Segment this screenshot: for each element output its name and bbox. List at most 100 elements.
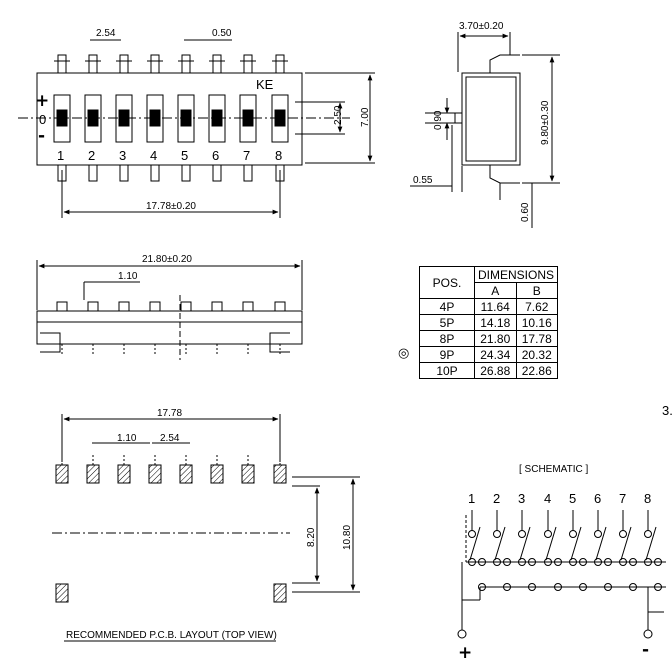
top-pin — [181, 54, 191, 74]
top-pin — [243, 54, 253, 74]
col-b-header: B — [515, 282, 559, 299]
schematic-contact — [544, 530, 552, 538]
top-view — [18, 39, 375, 218]
top-view-span: 17.78±0.20 — [146, 201, 196, 212]
pcb-dim-110: 1.10 — [117, 433, 137, 444]
side-view-height: 9.80±0.30 — [540, 100, 551, 145]
bottom-pin — [88, 164, 98, 182]
top-view-dim-250: 2.50 — [333, 105, 344, 125]
front-view-body — [36, 310, 303, 345]
front-view — [36, 260, 303, 360]
front-pin-head — [211, 301, 223, 312]
schematic-terminal — [457, 629, 467, 639]
schematic-contact — [644, 530, 652, 538]
pcb-layout — [52, 414, 360, 642]
bottom-pin — [243, 164, 253, 182]
brand-mark: KE — [256, 77, 274, 92]
pcb-pad — [241, 464, 255, 484]
schematic-pin-number: 3 — [518, 491, 525, 506]
pcb-pad — [210, 464, 224, 484]
front-pin-head — [274, 301, 286, 312]
side-view-foot: 0.55 — [413, 175, 433, 186]
top-pin — [150, 54, 160, 74]
bottom-pin — [150, 164, 160, 182]
top-pin — [88, 54, 98, 74]
top-view-pin-number: 8 — [275, 148, 282, 163]
schematic — [457, 510, 666, 639]
top-pin — [275, 54, 285, 74]
schematic-contact — [569, 530, 577, 538]
top-view-gap-label: 0.50 — [212, 28, 232, 39]
top-pin — [212, 54, 222, 74]
schematic-title: [ SCHEMATIC ] — [519, 464, 588, 475]
pcb-pads — [55, 455, 287, 603]
pcb-dim-820: 8.20 — [306, 527, 317, 547]
pcb-pad — [55, 583, 69, 603]
side-view-body — [461, 72, 521, 166]
pcb-pad — [273, 464, 287, 484]
schematic-minus: - — [642, 640, 649, 660]
bottom-pin — [119, 164, 129, 182]
pcb-pad — [117, 464, 131, 484]
front-view-length: 21.80±0.20 — [142, 254, 192, 265]
front-pin-head — [149, 301, 161, 312]
plus-mark: + — [35, 91, 49, 111]
top-view-pin-number: 7 — [243, 148, 250, 163]
top-view-pin-number: 4 — [150, 148, 157, 163]
schematic-pin-number: 2 — [493, 491, 500, 506]
side-view-lead-top — [489, 54, 520, 73]
side-view-width: 3.70±0.20 — [459, 21, 504, 32]
top-view-pin-number: 1 — [57, 148, 64, 163]
pcb-pad — [55, 464, 69, 484]
side-view — [410, 32, 560, 228]
top-view-pin-number: 6 — [212, 148, 219, 163]
schematic-pin-number: 1 — [468, 491, 475, 506]
schematic-plus: + — [458, 643, 472, 663]
schematic-pin-number: 6 — [594, 491, 601, 506]
pcb-pad — [148, 464, 162, 484]
schematic-pin-number: 5 — [569, 491, 576, 506]
table-marker-icon: ◎ — [398, 346, 410, 361]
col-a-header: A — [474, 282, 517, 299]
side-view-lead-bottom — [489, 165, 520, 184]
schematic-terminal — [643, 629, 653, 639]
pcb-pad — [273, 583, 287, 603]
schematic-contact — [518, 530, 526, 538]
schematic-contact — [468, 530, 476, 538]
front-pin-head — [56, 301, 68, 312]
top-view-dim-700: 7.00 — [360, 107, 371, 127]
front-pin-head — [118, 301, 130, 312]
front-view-dim-110: 1.10 — [118, 271, 138, 282]
pcb-dim-254: 2.54 — [160, 433, 180, 444]
edge-digit: 3. — [662, 403, 672, 418]
pcb-pad — [179, 464, 193, 484]
front-pin-head — [180, 301, 192, 312]
front-pin-head — [242, 301, 254, 312]
schematic-contact — [594, 530, 602, 538]
front-pin-head — [87, 301, 99, 312]
top-pin — [57, 54, 67, 74]
top-view-pin-number: 3 — [119, 148, 126, 163]
side-view-standoff: 0.60 — [520, 202, 531, 222]
minus-mark: - — [38, 126, 45, 146]
pcb-dim-1080: 10.80 — [342, 525, 353, 550]
pcb-pad — [86, 464, 100, 484]
schematic-contact — [619, 530, 627, 538]
pcb-span: 17.78 — [157, 408, 182, 419]
schematic-pin-number: 7 — [619, 491, 626, 506]
top-view-pitch-label: 2.54 — [96, 28, 116, 39]
schematic-pin-number: 8 — [644, 491, 651, 506]
front-view-pins — [56, 301, 286, 356]
side-view-pin: 0.90 — [433, 110, 444, 130]
top-view-body — [36, 72, 303, 166]
on-mark: 0 — [39, 112, 46, 127]
top-pin — [119, 54, 129, 74]
